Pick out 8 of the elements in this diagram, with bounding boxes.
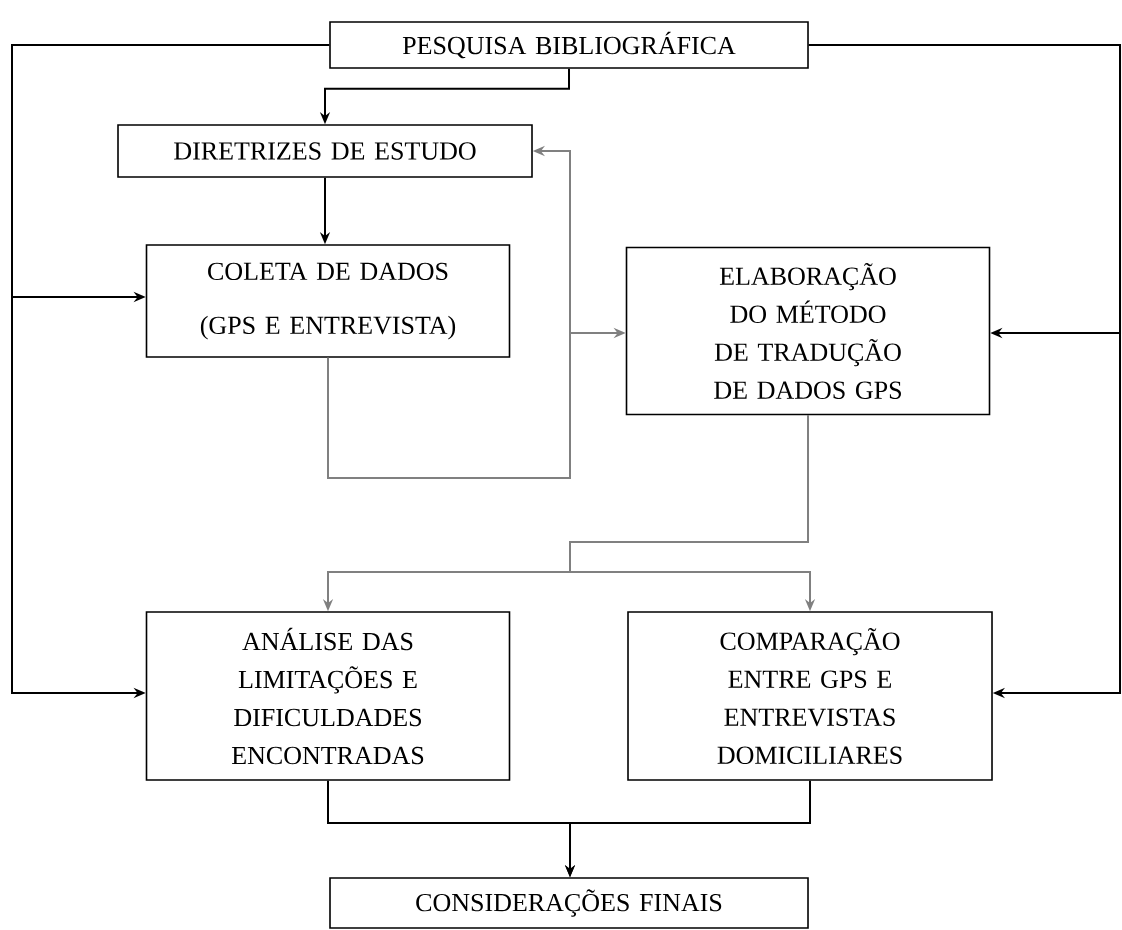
process-box: ELABORAÇÃO DO MÉTODO DE TRADUÇÃO DE DADOS GPS bbox=[625, 246, 991, 416]
process-box: COLETA DE DADOS (GPS E ENTREVISTA) bbox=[145, 244, 511, 358]
arrow bbox=[807, 44, 1121, 699]
process-box: CONSIDERAÇÕES FINAIS bbox=[329, 877, 809, 929]
process-box: DIRETRIZES DE ESTUDO bbox=[117, 124, 533, 178]
process-box: PESQUISA BIBLIOGRÁFICA bbox=[329, 21, 809, 69]
process-box: ANÁLISE DAS LIMITAÇÕES E DIFICULDADES ENCONTRADAS bbox=[145, 611, 511, 781]
process-box: COMPARAÇÃO ENTRE GPS E ENTREVISTAS DOMICILIARES bbox=[627, 611, 993, 781]
